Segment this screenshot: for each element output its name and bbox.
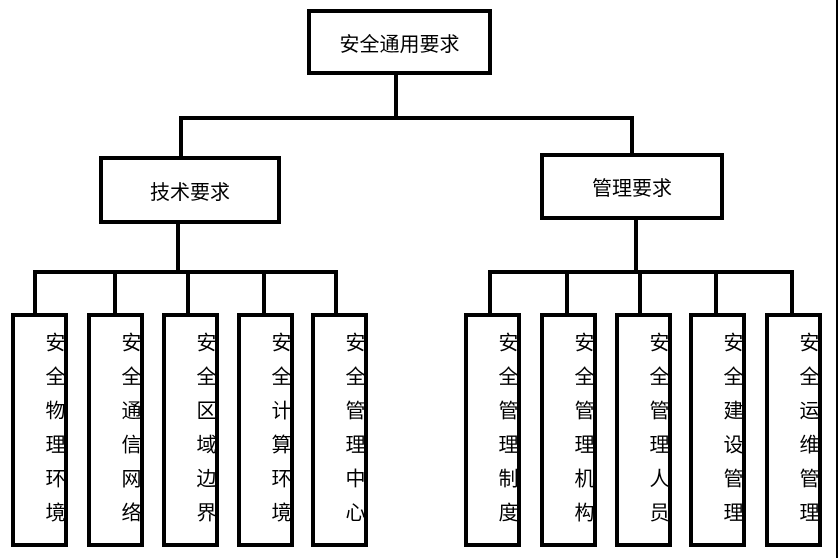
leaf-communication-network: 安全通信网络 [87,313,144,547]
leaf-operation-management: 安全运维管理 [765,313,822,547]
leaf-management-system: 安全管理制度 [464,313,521,547]
branch-node-tech: 技术要求 [99,156,281,224]
leaf-management-organization: 安全管理机构 [540,313,597,547]
leaf-construction-management: 安全建设管理 [689,313,746,547]
leaf-physical-environment: 安全物理环境 [11,313,68,547]
leaf-management-center: 安全管理中心 [311,313,368,547]
right-border-line [836,0,838,558]
leaf-management-personnel: 安全管理人员 [615,313,672,547]
leaf-computing-environment: 安全计算环境 [237,313,294,547]
root-node: 安全通用要求 [307,9,492,75]
branch-node-management: 管理要求 [540,153,724,220]
leaf-area-boundary: 安全区域边界 [162,313,219,547]
